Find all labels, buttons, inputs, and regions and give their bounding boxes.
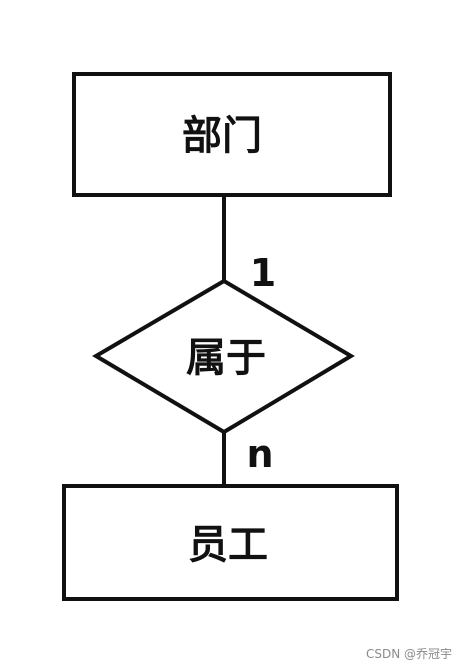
entity-department-label: 部门 xyxy=(182,113,262,159)
entity-employee-box xyxy=(62,484,399,601)
entity-department-box xyxy=(72,72,392,197)
cardinality-one-label: 1 xyxy=(250,251,276,295)
relationship-belongs-to: 属于 xyxy=(92,278,355,435)
cardinality-many-label: n xyxy=(246,432,273,476)
entity-employee: 员工 xyxy=(62,484,399,601)
relationship-label: 属于 xyxy=(186,335,266,381)
relationship-diamond xyxy=(92,278,355,435)
watermark-text: CSDN @乔冠宇 xyxy=(366,647,452,661)
entity-department: 部门 xyxy=(72,72,392,197)
entity-employee-label: 员工 xyxy=(188,522,268,568)
